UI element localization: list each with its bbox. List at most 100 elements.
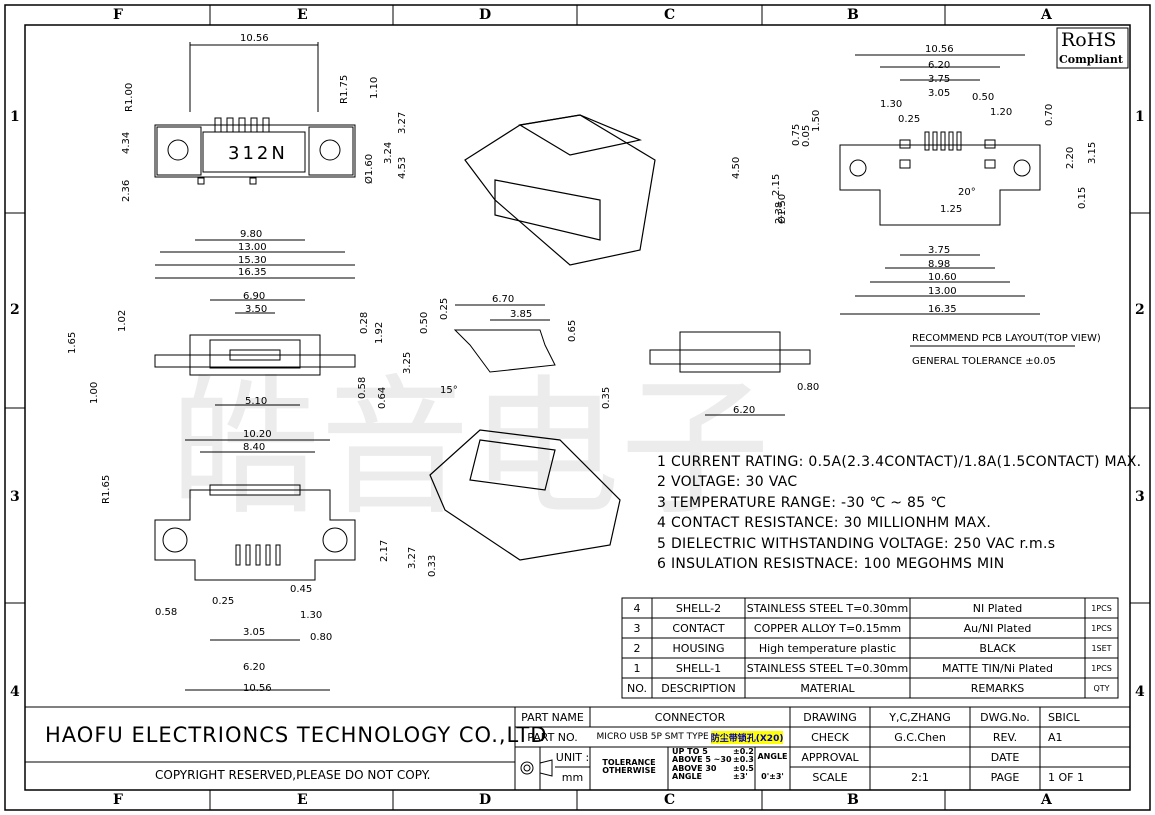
rear-view-dim-label: 0.35 [601, 386, 612, 409]
tol-range-2: ABOVE 5 ~30 [672, 755, 732, 765]
side-view-dim-label: 6.70 [492, 294, 515, 305]
note-5: 5 DIELECTRIC WITHSTANDING VOLTAGE: 250 V… [657, 536, 1056, 552]
scale-value: 2:1 [911, 770, 929, 784]
tol-range-4: ANGLE [672, 772, 703, 782]
pcb-dim-label: 0.05 [801, 124, 812, 147]
pcb-dim-label: 10.60 [928, 272, 957, 283]
note-6: 6 INSULATION RESISTNACE: 100 MEGOHMS MIN [657, 556, 1005, 572]
bom-cell-no: 3 [633, 621, 641, 635]
bom-cell-description: SHELL-2 [675, 601, 722, 615]
front-view-dim-label: 0.58 [357, 376, 368, 399]
front-view-dim-label: 1.02 [117, 309, 128, 332]
note-3: 3 TEMPERATURE RANGE: -30 ℃ ~ 85 ℃ [657, 495, 947, 511]
rear-view [649, 331, 811, 416]
tol-range-1: UP TO 5 [672, 747, 708, 756]
bom-cell-description: SHELL-1 [675, 661, 722, 675]
pcb-dim-label: 4.50 [731, 156, 742, 179]
general-tolerance: GENERAL TOLERANCE ±0.05 [912, 356, 1056, 367]
bottom-view-dim-label: 1.30 [300, 610, 323, 621]
rev-value: A1 [1048, 730, 1063, 744]
pcb-dim-label: 0.25 [898, 114, 921, 125]
front-view-dim-label: 6.90 [243, 291, 266, 302]
copyright-notice: COPYRIGHT RESERVED,PLEASE DO NOT COPY. [155, 768, 431, 782]
page-label: PAGE [990, 770, 1020, 784]
pcb-dim-label: 13.00 [928, 286, 957, 297]
pcb-dim-label: 1.50 [811, 109, 822, 132]
bom-cell-qty: 1PCS [1091, 603, 1112, 613]
bottom-view-dim-label: R1.65 [101, 474, 112, 504]
bom-table-lines [621, 597, 1119, 699]
tol-value-2: ±0.3 [733, 755, 754, 765]
top-view-dim-label: Ø1.60 [364, 153, 375, 184]
iso-view-bottom [429, 429, 621, 561]
side-view-dim-label: 3.85 [510, 309, 533, 320]
zone-col-f: F [113, 7, 123, 23]
side-view-dim-label: 3.25 [402, 351, 413, 374]
bottom-view-dim-label: 10.20 [243, 429, 272, 440]
tol-value-1: ±0.2 [733, 747, 754, 756]
pcb-caption: RECOMMEND PCB LAYOUT(TOP VIEW) [912, 333, 1101, 344]
bottom-view-dim-label: 6.20 [243, 662, 266, 673]
front-view [154, 299, 356, 406]
zone-row-4-right: 4 [1135, 684, 1145, 700]
bom-cell-qty: 1SET [1091, 643, 1112, 653]
pcb-dim-label: 3.75 [928, 245, 951, 256]
front-view-dim-label: 1.65 [67, 331, 78, 354]
watermark: 皓音电子 [170, 362, 770, 536]
top-view-dim-label: 4.34 [121, 131, 132, 154]
pcb-dim-label: 10.56 [925, 44, 954, 55]
side-view-dim-label: 0.65 [567, 319, 578, 342]
rear-view-dim-label: 0.80 [797, 382, 820, 393]
angle-value: 0'±3' [761, 771, 784, 781]
pcb-layout-view [839, 54, 1075, 347]
bom-header-qty: QTY [1093, 683, 1110, 693]
dwg-no-value: SBICL [1048, 710, 1080, 724]
bottom-view-dim-label: 0.25 [212, 596, 235, 607]
zone-row-4: 4 [10, 684, 20, 700]
bottom-view-dim-label: 0.45 [290, 584, 313, 595]
bom-cell-remarks: MATTE TIN/Ni Plated [941, 661, 1054, 675]
zone-row-3-right: 3 [1135, 489, 1145, 505]
top-view-dim-label: R1.75 [339, 74, 350, 104]
pcb-dim-label: 3.75 [928, 74, 951, 85]
rohs-title: RoHS [1061, 29, 1117, 51]
tol-value-3: ±0.5 [733, 763, 754, 773]
check-label: CHECK [811, 730, 849, 744]
front-view-dim-label: 1.00 [89, 381, 100, 404]
zone-row-1-right: 1 [1135, 109, 1145, 125]
note-4: 4 CONTACT RESISTANCE: 30 MILLIONHM MAX. [657, 515, 992, 531]
bottom-view-dim-label: 8.40 [243, 442, 266, 453]
pcb-dim-label: 3.05 [928, 88, 951, 99]
zone-col-e-bottom: E [297, 792, 308, 808]
check-value: G.C.Chen [894, 730, 946, 744]
top-view-dim-label: R1.00 [124, 82, 135, 112]
side-view [453, 304, 556, 373]
side-view-dim-label: 15° [440, 385, 458, 396]
front-view-dim-label: 5.10 [245, 396, 268, 407]
unit-label: UNIT : [555, 750, 590, 764]
pcb-dim-label: 0.70 [1044, 103, 1055, 126]
top-view-dim-label: 4.53 [397, 156, 408, 179]
zone-col-d-bottom: D [479, 792, 492, 808]
pcb-dim-label: 20° [958, 187, 976, 198]
pcb-dim-label: 1.30 [880, 99, 903, 110]
bom-cell-no: 2 [633, 641, 641, 655]
zone-col-c: C [664, 7, 676, 23]
part-name-label: PART NAME [521, 710, 584, 724]
top-view [154, 42, 356, 279]
part-name-value: CONNECTOR [654, 710, 726, 724]
top-view-dim-label: 13.00 [238, 242, 267, 253]
rev-label: REV. [992, 730, 1018, 744]
bottom-view-dim-label: 0.33 [427, 554, 438, 577]
tolerance-values: ±0.2 ±0.3 ±0.5 ±3' [733, 747, 754, 782]
top-view-dim-label: 3.27 [397, 111, 408, 134]
zone-col-a-bottom: A [1041, 792, 1052, 808]
date-label: DATE [990, 750, 1020, 764]
zone-row-2-right: 2 [1135, 302, 1145, 318]
bom-header-description: DESCRIPTION [661, 681, 736, 695]
top-view-dim-label: 15.30 [238, 255, 267, 266]
approval-label: APPROVAL [801, 750, 859, 764]
bom-cell-description: HOUSING [672, 641, 725, 655]
